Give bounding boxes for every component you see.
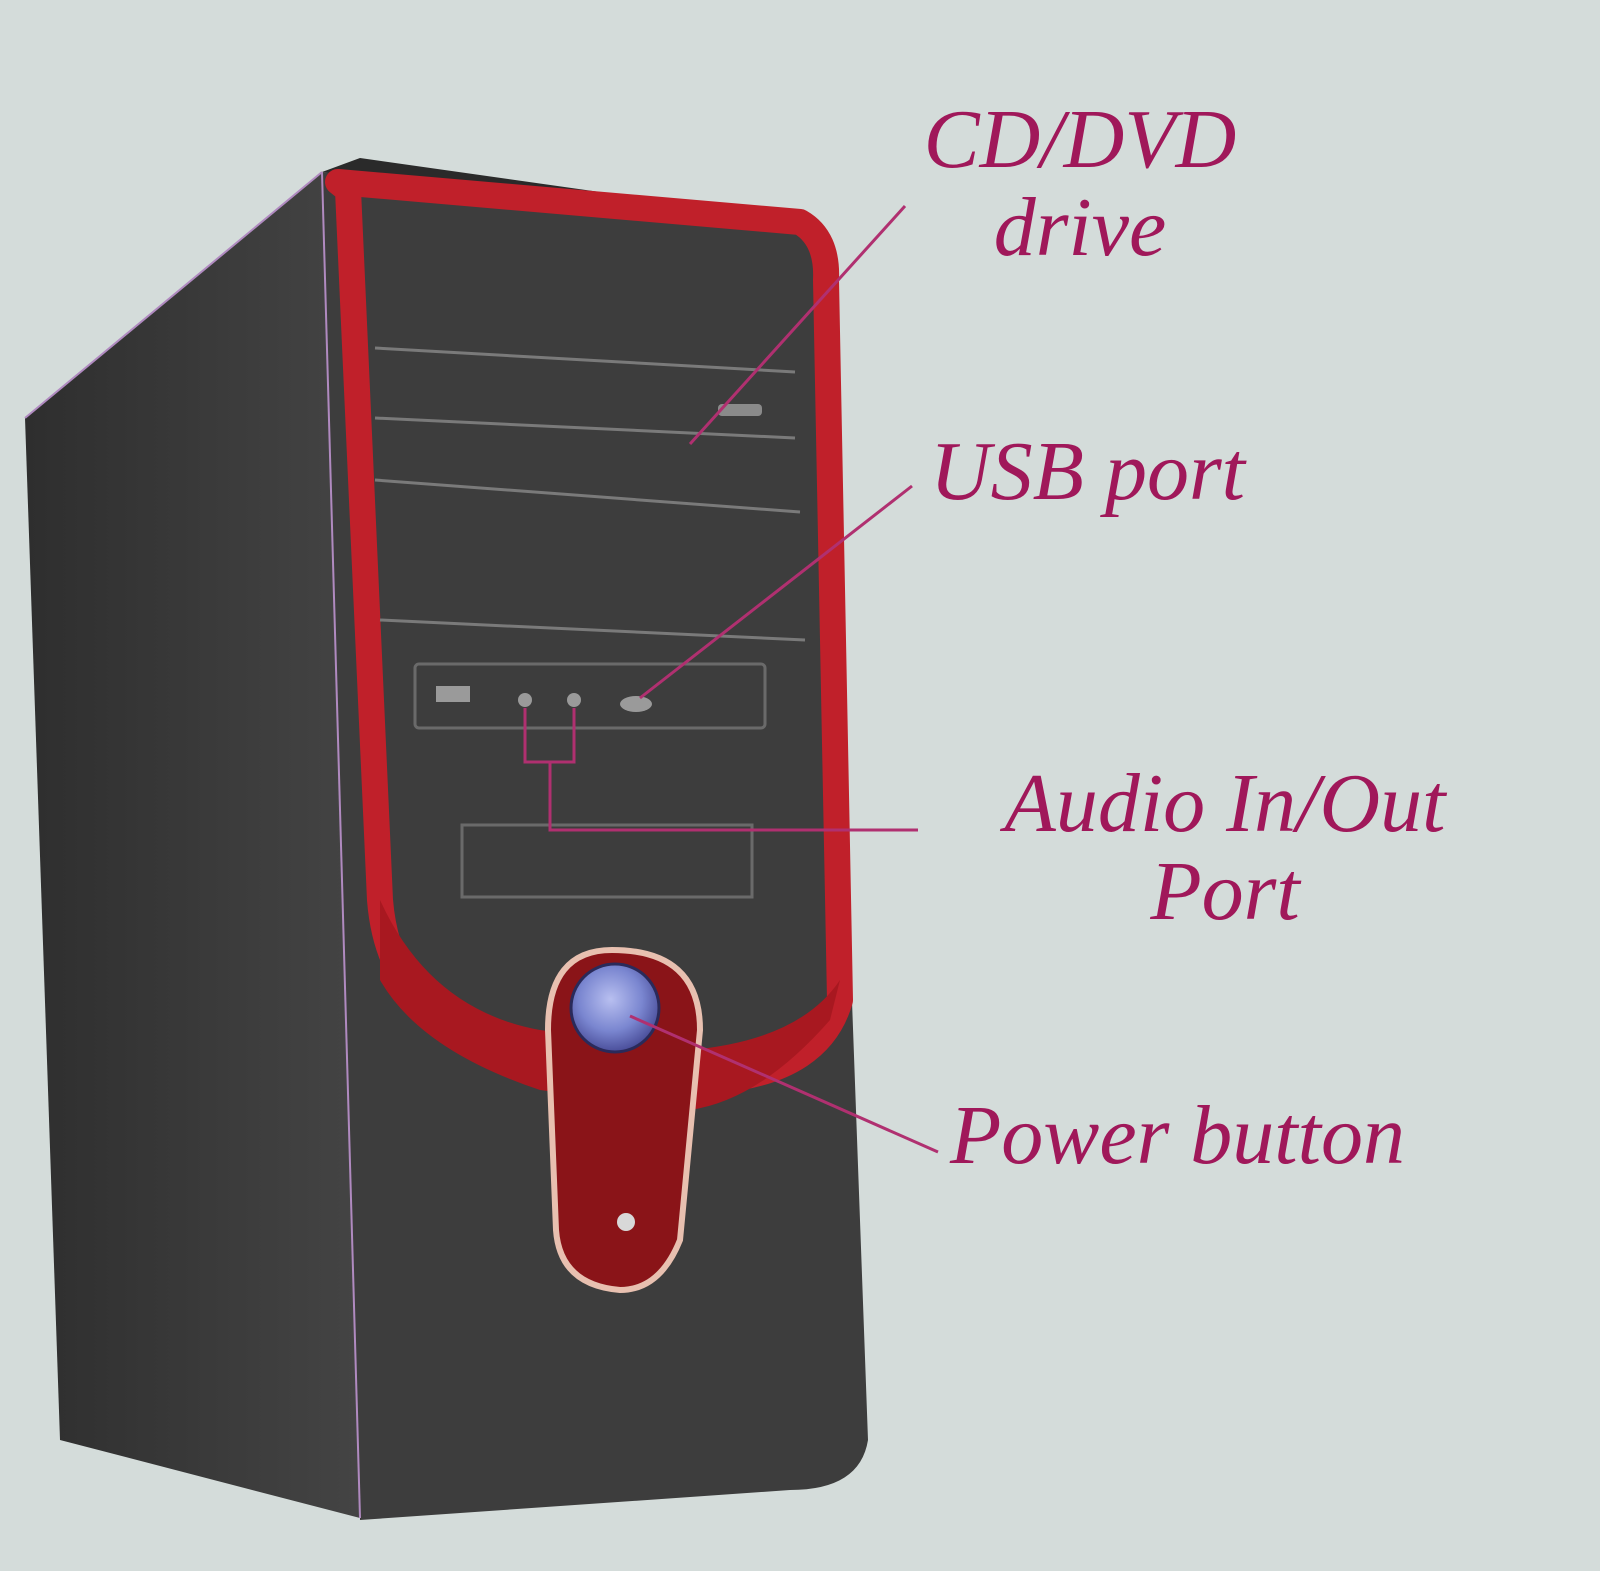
leader-lines — [523, 204, 939, 1154]
label-audio-port: Audio In/Out Port — [930, 757, 1520, 939]
lower-bay — [460, 823, 754, 899]
usb-port-left — [436, 686, 470, 702]
label-cd-dvd-line2: drive — [993, 181, 1167, 275]
label-usb-port: USB port — [930, 425, 1245, 518]
case-front-panel — [322, 172, 868, 1520]
front-io-panel — [413, 662, 767, 730]
label-cd-dvd-line1: CD/DVD — [923, 93, 1237, 186]
cd-eject-button — [718, 404, 762, 416]
power-button — [569, 962, 661, 1054]
label-audio-line1: Audio In/Out — [1004, 757, 1446, 850]
audio-jack-1 — [518, 693, 532, 707]
case-outline — [24, 171, 361, 1519]
leader-usb — [639, 484, 913, 700]
label-audio-line2: Port — [1150, 845, 1300, 939]
leader-cd-dvd — [688, 204, 907, 446]
label-cd-dvd-drive: CD/DVD drive — [870, 93, 1290, 275]
leader-audio-main — [548, 762, 918, 832]
drive-bays — [374, 346, 806, 642]
audio-jack-2 — [567, 693, 581, 707]
leader-power — [629, 1014, 939, 1154]
case-side-panel — [25, 172, 360, 1518]
label-power-button: Power button — [950, 1089, 1405, 1182]
usb-port-right — [620, 696, 652, 712]
reset-button — [617, 1213, 635, 1231]
